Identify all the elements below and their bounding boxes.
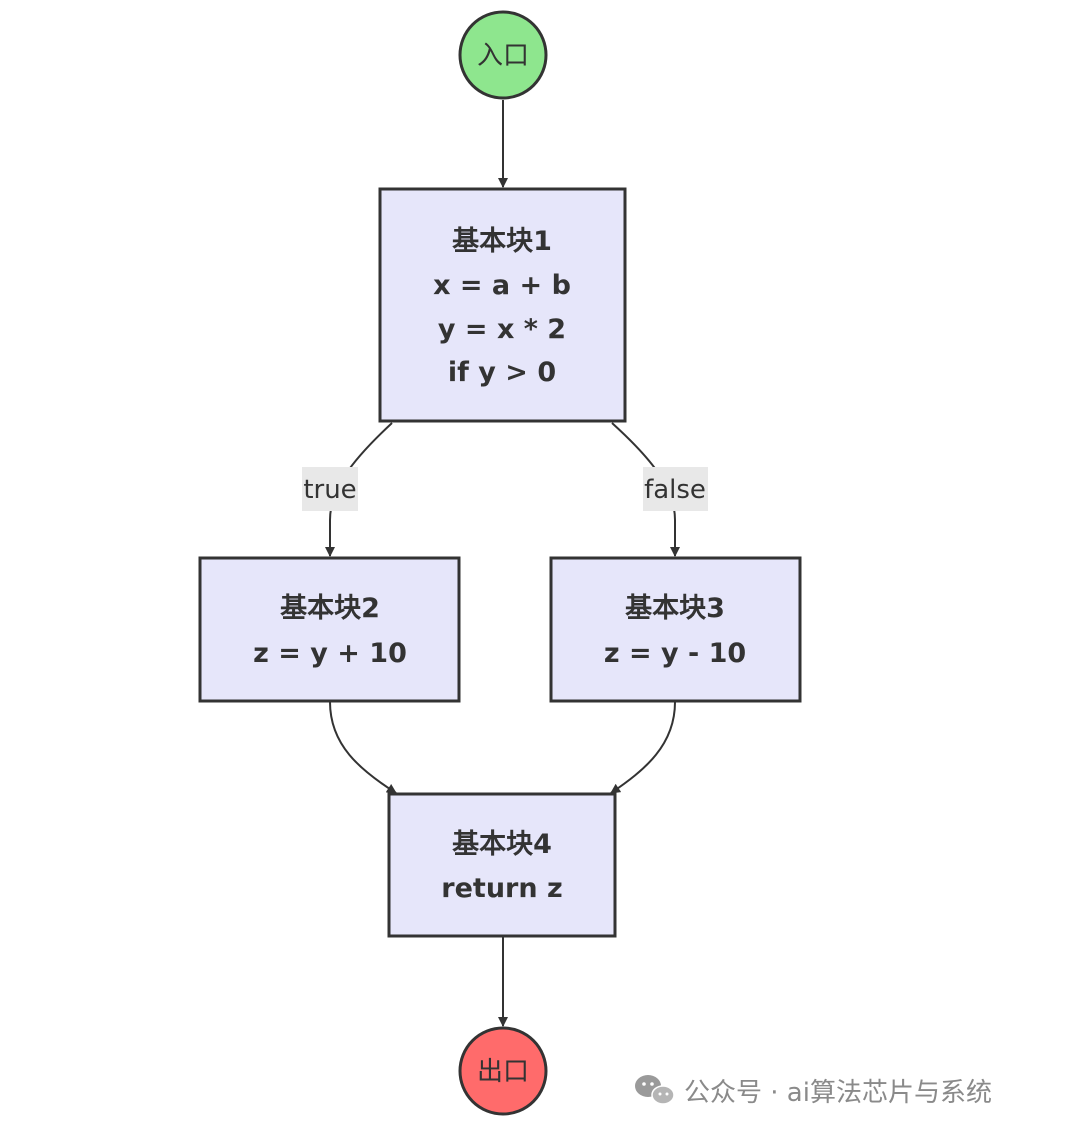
edge-label-true: true xyxy=(302,467,358,511)
exit-circle xyxy=(458,1026,548,1116)
edge-label-false: false xyxy=(643,467,708,511)
block3-line-1: z = y - 10 xyxy=(604,638,746,669)
edge-label-true-text: true xyxy=(303,475,356,505)
basic-block-2: 基本块2 z = y + 10 xyxy=(198,556,461,703)
watermark-text: 公众号 · ai算法芯片与系统 xyxy=(684,1078,992,1108)
wechat-icon xyxy=(635,1075,675,1105)
block1-title: 基本块1 xyxy=(452,226,552,257)
edge-block3-to-block4 xyxy=(610,701,676,794)
entry-node: 入口 xyxy=(458,10,548,100)
block4-line-1: return z xyxy=(441,873,562,904)
edge-label-false-text: false xyxy=(644,475,706,505)
watermark: 公众号 · ai算法芯片与系统 xyxy=(635,1075,992,1108)
block1-line-3: if y > 0 xyxy=(448,357,556,388)
basic-block-4: 基本块4 return z xyxy=(387,792,617,938)
entry-label: 入口 xyxy=(477,41,529,71)
edge-block2-to-block4 xyxy=(329,701,397,794)
block1-line-1: x = a + b xyxy=(433,270,571,301)
block2-title: 基本块2 xyxy=(280,593,380,624)
block1-line-2: y = x * 2 xyxy=(438,314,566,345)
basic-block-1: 基本块1 x = a + b y = x * 2 if y > 0 xyxy=(378,187,627,423)
block3-title: 基本块3 xyxy=(625,593,725,624)
exit-node: 出口 xyxy=(458,1026,548,1116)
exit-label: 出口 xyxy=(477,1057,529,1087)
block4-title: 基本块4 xyxy=(452,829,552,860)
entry-circle xyxy=(458,10,548,100)
block2-line-1: z = y + 10 xyxy=(253,638,407,669)
basic-block-3: 基本块3 z = y - 10 xyxy=(549,556,802,703)
